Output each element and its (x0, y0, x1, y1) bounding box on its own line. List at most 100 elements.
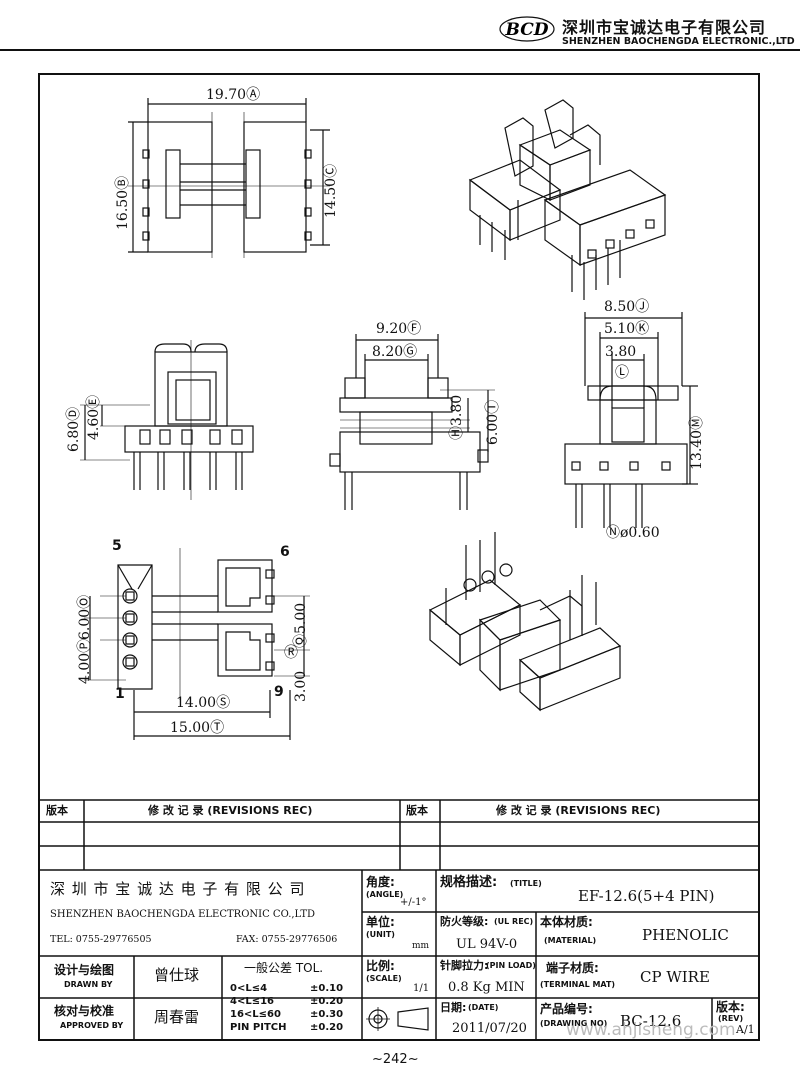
watermark: www.ahjisheng.com (566, 1020, 736, 1040)
header-company-cn: 深圳市宝诚达电子有限公司 (562, 18, 767, 37)
dim-c: 14.50Ⓒ (323, 163, 339, 218)
dim-m: 13.40Ⓜ (689, 415, 705, 470)
dim-n: Ⓝø0.60 (606, 525, 660, 541)
dim-l-mark: Ⓛ (615, 365, 629, 381)
dim-r: Ⓡ (284, 645, 298, 661)
tb-title-cn: 规格描述: (440, 875, 498, 890)
drawing-frame (38, 73, 760, 1041)
pin-label-6: 6 (280, 544, 290, 560)
tb-material-cn: 本体材质: (540, 915, 593, 929)
tol-range: 0<L≤4 (230, 983, 268, 994)
header-company-en: SHENZHEN BAOCHENGDA ELECTRONIC.,LTD (562, 36, 795, 47)
tol-range: 4<L≤16 (230, 996, 275, 1007)
tb-pinload-cn: 针脚拉力: (440, 959, 489, 972)
logo-text: BCD (505, 20, 549, 40)
tb-ul-val: UL 94V-0 (456, 937, 518, 952)
tb-ul-cn: 防火等级: (440, 915, 489, 928)
tb-drawingno-en: (DRAWING NO) (540, 1019, 608, 1028)
tb-material-en: (MATERIAL) (544, 936, 597, 945)
tol-value: ±0.30 (310, 1009, 344, 1020)
projection-symbol (366, 1007, 429, 1031)
dim-f: 9.20Ⓕ (376, 321, 422, 337)
dim-l: 3.80 (605, 344, 637, 360)
pin-label-9: 9 (274, 684, 284, 700)
front-view (80, 340, 254, 500)
tb-angle-en: (ANGLE) (366, 890, 404, 899)
tb-tol-title: 一般公差 TOL. (244, 961, 324, 975)
tb-rev-en: (REV) (718, 1014, 744, 1023)
tol-value: ±0.10 (310, 983, 344, 994)
dim-3: 3.00 (293, 670, 309, 702)
isometric-view-top (468, 99, 667, 300)
header-divider (0, 49, 800, 51)
tb-ul-en: (UL REC) (494, 917, 534, 926)
tb-title-en: (TITLE) (510, 879, 542, 888)
rev-col2-label: 版本 (406, 804, 428, 817)
tb-tel: TEL: 0755-29776505 (50, 934, 152, 945)
rev-col1-title: 修 改 记 录 (REVISIONS REC) (148, 804, 313, 817)
dim-g: 8.20Ⓖ (372, 344, 418, 360)
pin-label-5: 5 (112, 538, 122, 554)
tb-unit-cn: 单位: (366, 915, 395, 929)
dim-o: 6.00Ⓞ (77, 594, 93, 640)
revision-table (38, 799, 760, 871)
page-number: ~242~ (372, 1052, 419, 1067)
dim-e: 4.60Ⓔ (86, 394, 102, 440)
pin-label-1: 1 (115, 686, 125, 702)
rev-col2-title: 修 改 记 录 (REVISIONS REC) (496, 804, 661, 817)
tb-pinload-val: 0.8 Kg MIN (448, 980, 525, 995)
tb-drawn-cn: 设计与绘图 (54, 963, 115, 977)
tb-scale-en: (SCALE) (366, 974, 402, 983)
tb-unit-en: (UNIT) (366, 930, 395, 939)
dim-i: 6.00Ⓘ (485, 399, 501, 445)
tb-fax: FAX: 0755-29776506 (236, 934, 338, 945)
tb-angle-cn: 角度: (366, 875, 395, 889)
dim-h: Ⓗ3.80 (449, 394, 465, 440)
bottom-view (84, 548, 310, 740)
tb-rev-val: A/1 (736, 1023, 755, 1036)
dim-b: 16.50Ⓑ (115, 175, 131, 230)
dim-q: Ⓠ5.00 (293, 602, 309, 648)
isometric-view-bottom (428, 532, 622, 712)
tb-drawingno-val: BC-12.6 (620, 1012, 682, 1030)
tol-value: ±0.20 (310, 996, 344, 1007)
tb-scale-val: 1/1 (413, 983, 430, 994)
tol-range: 16<L≤60 (230, 1009, 281, 1020)
top-view (128, 98, 330, 258)
tb-angle-val: +/-1° (400, 897, 427, 908)
tb-terminal-val: CP WIRE (640, 968, 710, 986)
tb-drawingno-cn: 产品编号: (540, 1002, 593, 1016)
tb-approved-en: APPROVED BY (60, 1021, 124, 1030)
title-block-grid (38, 870, 760, 1041)
tb-date-cn: 日期: (440, 1001, 467, 1014)
tb-drawn-en: DRAWN BY (64, 980, 113, 989)
tb-approved-val: 周春雷 (154, 1008, 200, 1026)
tol-range: PIN PITCH (230, 1022, 287, 1033)
tb-company-cn: 深 圳 市 宝 诚 达 电 子 有 限 公 司 (50, 880, 306, 898)
rev-col1-label: 版本 (46, 804, 68, 817)
tb-title-val: EF-12.6(5+4 PIN) (578, 887, 715, 905)
tb-date-val: 2011/07/20 (452, 1021, 527, 1036)
dim-a: 19.70Ⓐ (206, 87, 261, 103)
tb-scale-cn: 比例: (366, 959, 395, 973)
dim-k: 5.10Ⓚ (604, 321, 650, 337)
dim-d: 6.80Ⓓ (66, 406, 82, 452)
tb-pinload-en: (PIN LOAD) (486, 961, 536, 970)
side-view (329, 334, 495, 510)
tb-date-en: (DATE) (468, 1003, 499, 1012)
tb-unit-val: mm (412, 941, 430, 951)
tb-drawn-val: 曾仕球 (154, 966, 200, 984)
tb-terminal-cn: 端子材质: (546, 961, 599, 975)
tb-company-en: SHENZHEN BAOCHENGDA ELECTRONIC CO.,LTD (50, 909, 316, 920)
company-logo: BCD (499, 16, 555, 42)
tb-material-val: PHENOLIC (642, 926, 729, 944)
tb-approved-cn: 核对与校准 (54, 1004, 115, 1018)
dim-s: 14.00Ⓢ (176, 695, 231, 711)
dim-p: 4.00Ⓟ (77, 638, 93, 684)
right-view (564, 312, 698, 528)
tb-rev-cn: 版本: (716, 1000, 745, 1014)
dim-j: 8.50Ⓙ (604, 299, 650, 315)
tol-value: ±0.20 (310, 1022, 344, 1033)
dim-t: 15.00Ⓣ (170, 720, 225, 736)
